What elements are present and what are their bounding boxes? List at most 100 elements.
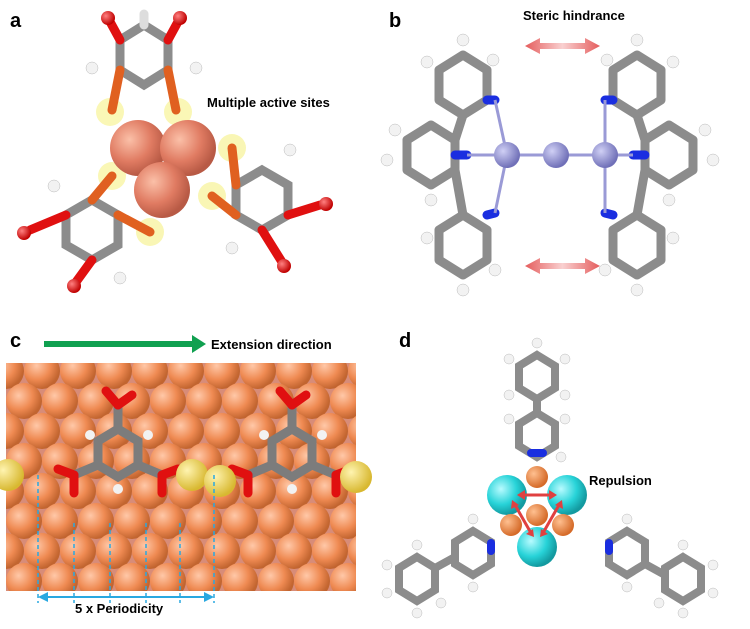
copper-atom	[0, 383, 6, 419]
copper-atom	[42, 503, 78, 539]
hydrogen-atoms	[381, 337, 719, 619]
adsorbed-molecule-2	[227, 386, 357, 498]
copper-atom	[330, 563, 356, 591]
panel-a-label: a	[10, 10, 22, 32]
copper-atom	[366, 503, 375, 539]
steric-hindrance-label: Steric hindrance	[523, 8, 625, 23]
adatoms	[0, 459, 372, 497]
copper-atom	[222, 383, 258, 419]
terpyridine-right	[608, 50, 698, 280]
copper-atom	[60, 363, 96, 389]
copper-atom	[132, 363, 168, 389]
copper-atom	[6, 533, 24, 569]
copper-atom	[24, 413, 60, 449]
copper-atom	[312, 413, 348, 449]
copper-atom	[186, 563, 222, 591]
copper-atom	[0, 563, 6, 599]
copper-atom	[150, 383, 186, 419]
copper-atom	[42, 563, 78, 591]
copper-atom	[366, 563, 375, 599]
copper-atom	[168, 413, 204, 449]
copper-atom	[222, 503, 258, 539]
copper-atom	[78, 503, 114, 539]
copper-atom	[24, 473, 60, 509]
copper-atom	[6, 503, 42, 539]
copper-atom	[6, 563, 42, 591]
panel-b-label: b	[389, 10, 402, 32]
periodicity-arrow	[38, 592, 214, 602]
copper-atom	[330, 503, 356, 539]
phenylpyridine-top	[515, 350, 559, 462]
oxygen-atoms	[17, 11, 333, 293]
copper-atom	[348, 363, 356, 386]
catechol-ring-top	[103, 9, 185, 115]
periodicity-markers	[37, 475, 215, 603]
catechol-ring-right	[207, 143, 325, 267]
copper-atom	[24, 533, 60, 569]
copper-atom	[186, 503, 222, 539]
terpyridine-left	[402, 50, 492, 280]
panel-d-molecule	[381, 337, 719, 619]
copper-atom	[366, 383, 375, 419]
molecule-hydrogens	[85, 430, 327, 494]
copper-atom	[294, 563, 330, 591]
copper-atom	[168, 363, 204, 389]
periodicity-label: 5 x Periodicity	[75, 601, 164, 616]
copper-atom	[204, 363, 240, 389]
panel-c-label: c	[10, 330, 22, 352]
copper-atom	[132, 533, 168, 569]
copper-atom	[258, 503, 294, 539]
panel-b: b Steric hindrance	[375, 0, 750, 310]
copper-atom	[276, 363, 312, 389]
copper-atom	[114, 383, 150, 419]
copper-atom	[348, 416, 356, 446]
panel-a-molecule	[17, 9, 333, 293]
copper-atom	[222, 563, 258, 591]
steric-arrow-top	[525, 38, 600, 54]
catechol-ring-left	[25, 171, 155, 287]
copper-atom	[294, 503, 330, 539]
panel-a: a Multiple active sites	[0, 0, 375, 310]
central-cluster	[487, 466, 587, 567]
copper-atom	[186, 383, 222, 419]
copper-atom	[0, 503, 6, 539]
panel-b-molecule	[380, 33, 720, 297]
copper-atom	[330, 383, 356, 419]
copper-atom	[6, 363, 24, 389]
copper-atom	[312, 533, 348, 569]
copper-atom	[114, 503, 150, 539]
hydrogen-atoms	[380, 33, 720, 297]
repulsion-arrows	[511, 490, 563, 537]
copper-atom	[258, 563, 294, 591]
copper-atom	[204, 413, 240, 449]
adsorbed-molecule-1	[53, 386, 183, 498]
steric-arrow-bottom	[525, 258, 600, 274]
copper-atom	[312, 363, 348, 389]
panel-c-surface	[0, 335, 375, 603]
panel-d: d Repulsion	[375, 325, 750, 629]
copper-atom	[240, 413, 276, 449]
terpyridine-left-nitrogens	[450, 95, 500, 220]
copper-atom	[24, 363, 60, 389]
copper-atom	[6, 413, 24, 449]
extension-direction-arrow	[44, 335, 206, 353]
copper-atom	[150, 563, 186, 591]
repulsion-label: Repulsion	[589, 473, 652, 488]
phenylpyridine-left	[395, 526, 495, 606]
copper-atom	[6, 383, 42, 419]
hydrogen-atoms	[47, 61, 297, 285]
copper-atom	[42, 383, 78, 419]
copper-cluster	[110, 120, 216, 218]
copper-atom	[168, 533, 204, 569]
copper-atom	[240, 533, 276, 569]
copper-atom	[114, 563, 150, 591]
copper-atom	[150, 503, 186, 539]
copper-atom	[96, 363, 132, 389]
copper-atom	[96, 533, 132, 569]
extension-direction-label: Extension direction	[211, 337, 332, 352]
multiple-active-sites-label: Multiple active sites	[207, 95, 330, 110]
copper-atom	[78, 563, 114, 591]
phenylpyridine-right	[605, 526, 705, 606]
copper-atom	[60, 413, 96, 449]
copper-atom	[60, 533, 96, 569]
